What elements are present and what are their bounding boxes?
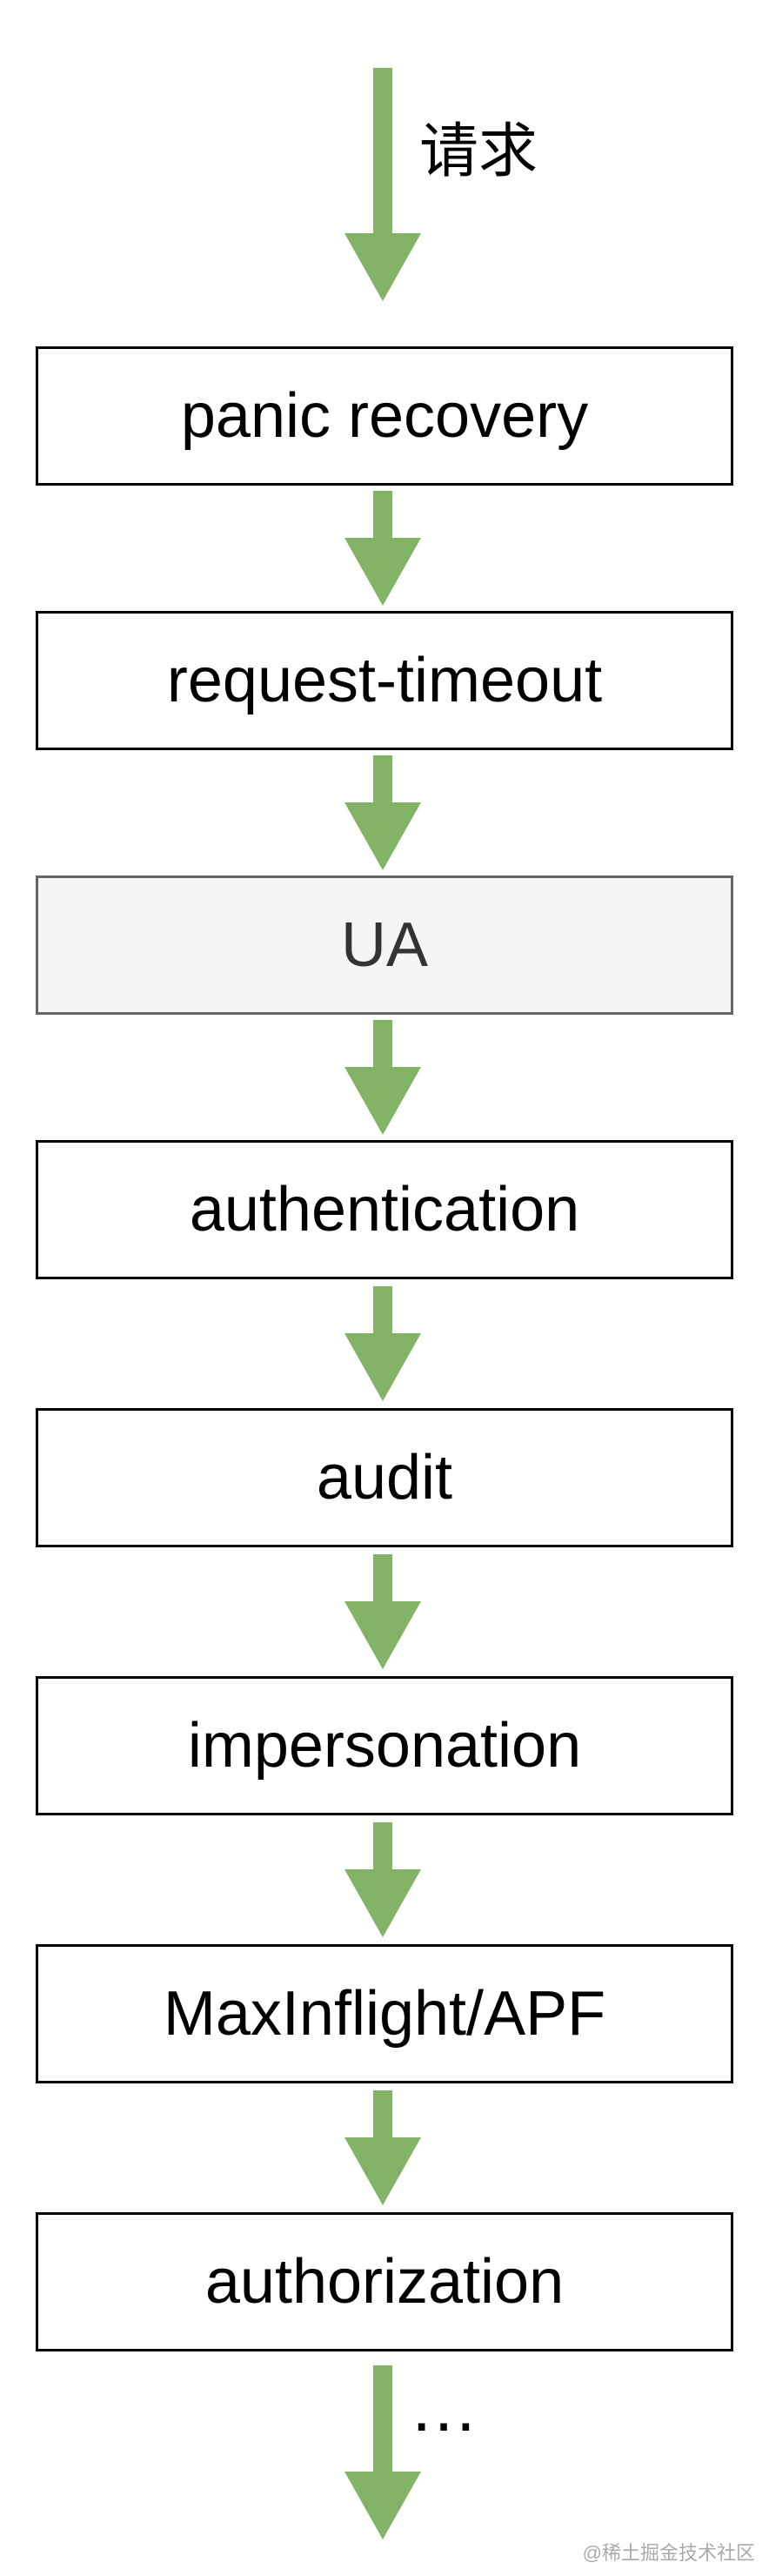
box-audit: audit <box>36 1408 733 1547</box>
flow-arrow-shaft <box>373 2090 392 2148</box>
flow-arrow-shaft <box>373 1286 392 1344</box>
box-authorization: authorization <box>36 2212 733 2351</box>
flow-arrow-head <box>344 1333 421 1401</box>
box-label: MaxInflight/APF <box>163 1979 606 2049</box>
box-label: authorization <box>204 2247 565 2317</box>
box-label: authentication <box>189 1175 580 1244</box>
box-label: audit <box>316 1443 453 1513</box>
box-label: UA <box>340 910 429 980</box>
box-label: impersonation <box>187 1711 582 1781</box>
request-arrow-head <box>344 233 421 301</box>
continuation-label: … <box>409 2368 478 2445</box>
flow-arrow-shaft <box>373 755 392 813</box>
box-ua: UA <box>36 875 733 1015</box>
flow-arrow-head <box>344 1601 421 1669</box>
continuation-arrow-shaft <box>373 2365 392 2487</box>
box-label: request-timeout <box>166 646 603 715</box>
flow-arrow-shaft <box>373 491 392 548</box>
flow-arrow-shaft <box>373 1554 392 1612</box>
box-label: panic recovery <box>180 381 589 451</box>
flow-arrow-head <box>344 538 421 606</box>
flow-arrow-shaft <box>373 1822 392 1880</box>
box-panic-recovery: panic recovery <box>36 346 733 486</box>
flow-arrow-shaft <box>373 1020 392 1077</box>
continuation-arrow-head <box>344 2472 421 2539</box>
flow-arrow-head <box>344 1067 421 1135</box>
request-label: 请求 <box>419 118 538 184</box>
box-request-timeout: request-timeout <box>36 611 733 750</box>
flow-arrow-head <box>344 1869 421 1937</box>
request-arrow-shaft <box>373 68 392 242</box>
box-maxinflight-apf: MaxInflight/APF <box>36 1944 733 2083</box>
watermark: @稀土掘金技术社区 <box>582 2542 755 2564</box>
box-impersonation: impersonation <box>36 1676 733 1815</box>
box-authentication: authentication <box>36 1140 733 1279</box>
flow-arrow-head <box>344 2137 421 2205</box>
flow-arrow-head <box>344 802 421 870</box>
